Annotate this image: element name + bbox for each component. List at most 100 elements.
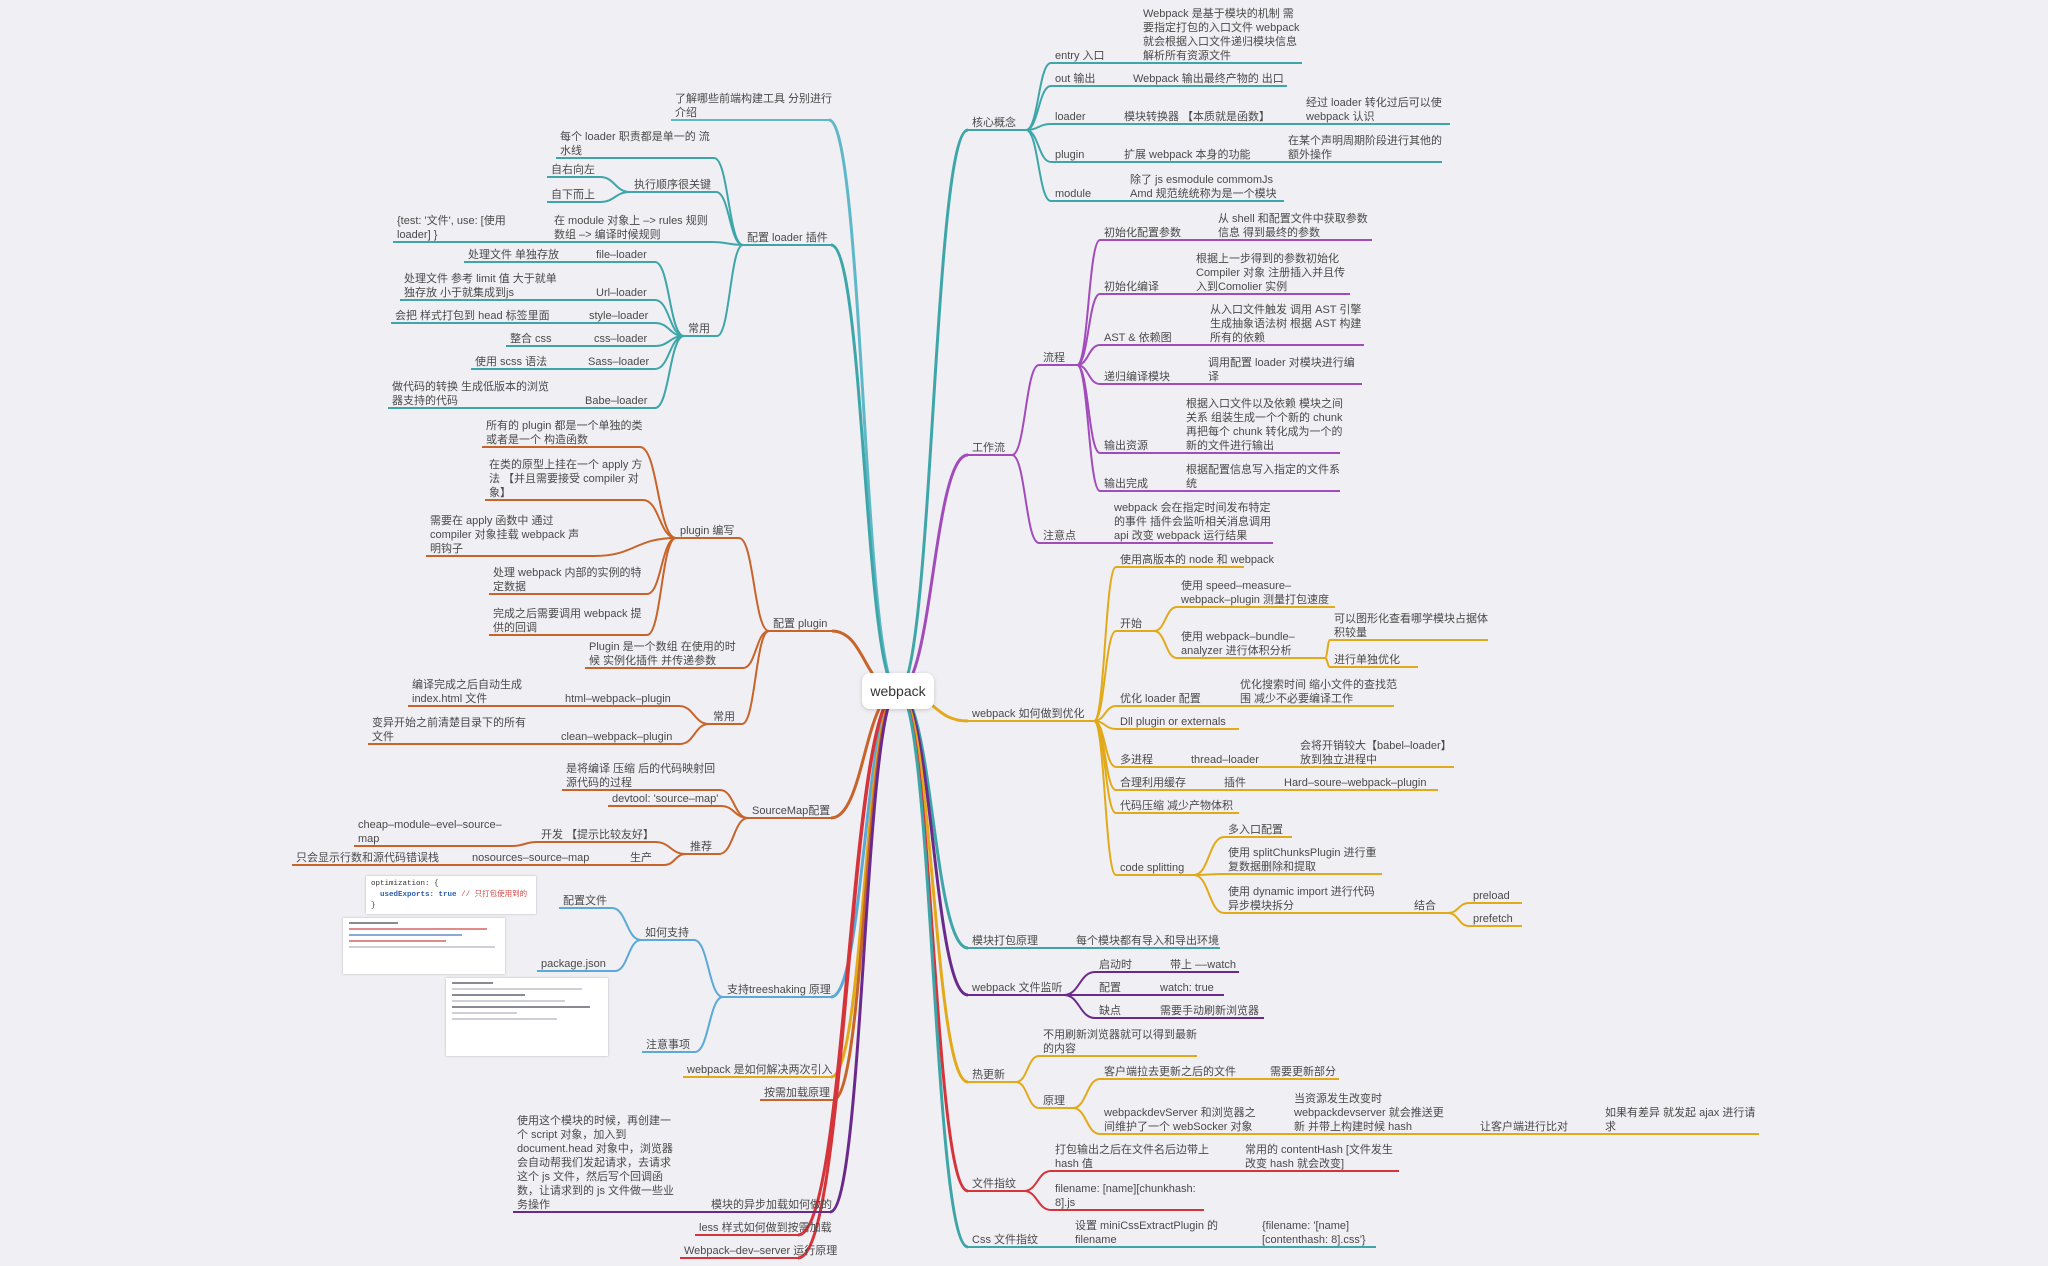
node-cy2d[interactable]: 处理文件 参考 limit 值 大于就单: [404, 271, 557, 285]
node-jt1[interactable]: 启动时: [1099, 958, 1132, 971]
node-sm3a[interactable]: 开发 【提示比较友好】: [541, 827, 654, 841]
node-lc6d[interactable]: 根据配置信息写入指定的文件系: [1186, 462, 1340, 476]
node-cy5[interactable]: Sass–loader: [588, 356, 649, 368]
node-yh8a[interactable]: 多入口配置: [1228, 822, 1283, 836]
node-jt3d[interactable]: 需要手动刷新浏览器: [1160, 1003, 1259, 1017]
node-hx_loader[interactable]: loader: [1055, 111, 1086, 123]
node-lc4d[interactable]: 译: [1208, 370, 1219, 383]
node-yh8c1a[interactable]: preload: [1473, 890, 1510, 902]
node-sm3bdd[interactable]: 只会显示行数和源代码错误栈: [296, 850, 439, 864]
node-rgx2b3[interactable]: 如果有差异 就发起 ajax 进行请: [1605, 1105, 1755, 1119]
node-ybjzd[interactable]: document.head 对象中，浏览器: [517, 1141, 673, 1155]
node-lc6d[interactable]: 统: [1186, 477, 1197, 490]
node-lc3d[interactable]: 生成抽象语法树 根据 AST 构建: [1210, 316, 1361, 330]
node-sm[interactable]: SourceMap配置: [752, 804, 830, 817]
node-ld[interactable]: 介绍: [675, 105, 697, 119]
node-rgx1[interactable]: 不用刷新浏览器就可以得到最新: [1043, 1027, 1197, 1041]
node-ppb5[interactable]: 供的回调: [493, 620, 537, 634]
node-lc3d[interactable]: 所有的依赖: [1210, 330, 1265, 344]
node-pzl3d[interactable]: loader] }: [397, 229, 438, 241]
node-rgx2a[interactable]: 客户端拉去更新之后的文件: [1104, 1064, 1236, 1078]
node-cy4d[interactable]: 整合 css: [510, 331, 552, 345]
node-css1d[interactable]: {filename: '[name]: [1262, 1220, 1349, 1232]
node-ppb2[interactable]: 法 【并且需要接受 compiler 对: [489, 471, 639, 485]
node-lc3[interactable]: AST & 依赖图: [1104, 331, 1172, 344]
node-lc1d[interactable]: 信息 得到最终的参数: [1218, 225, 1320, 239]
node-yh3d[interactable]: 围 减少不必要编译工作: [1240, 691, 1353, 705]
node-jt2[interactable]: 配置: [1099, 981, 1121, 994]
node-ppb2[interactable]: 在类的原型上挂在一个 apply 方: [489, 457, 642, 471]
node-yh2b[interactable]: 使用 webpack–bundle–: [1181, 630, 1296, 643]
node-yh2b1[interactable]: 积较量: [1334, 625, 1367, 639]
node-css1d[interactable]: [contenthash: 8].css'}: [1262, 1234, 1366, 1246]
node-yh5a[interactable]: thread–loader: [1191, 754, 1259, 766]
node-pzl3[interactable]: 在 module 对象上 –> rules 规则: [554, 213, 708, 227]
node-hx_loader_a[interactable]: 模块转换器 【本质就是函数】: [1124, 109, 1270, 123]
node-ppc2d[interactable]: 文件: [372, 729, 394, 743]
node-ppb4[interactable]: 处理 webpack 内部的实例的特: [493, 565, 642, 579]
node-css1[interactable]: 设置 miniCssExtractPlugin 的: [1075, 1218, 1218, 1232]
node-hx_module[interactable]: module: [1055, 188, 1091, 200]
node-yh5[interactable]: 多进程: [1120, 752, 1153, 766]
node-rgx2b1[interactable]: webpackdevserver 就会推送更: [1293, 1105, 1444, 1119]
node-aljz[interactable]: 按需加载原理: [764, 1085, 830, 1099]
node-pzl1[interactable]: 每个 loader 职责都是单一的 流: [560, 129, 710, 143]
node-wjzw1[interactable]: 打包输出之后在文件名后边带上: [1055, 1142, 1209, 1156]
node-cy3[interactable]: style–loader: [589, 310, 649, 322]
node-rgx2b1[interactable]: 新 并带上构建时候 hash: [1294, 1119, 1412, 1133]
node-lc2d[interactable]: Compiler 对象 注册插入并且传: [1196, 265, 1345, 279]
node-hx_entry_d[interactable]: 就会根据入口文件递归模块信息: [1143, 34, 1297, 48]
node-ybjzd[interactable]: 个 script 对象，加入到: [517, 1127, 626, 1141]
node-ppc2d[interactable]: 变异开始之前清楚目录下的所有: [372, 715, 526, 729]
node-lc4d[interactable]: 调用配置 loader 对模块进行编: [1208, 355, 1355, 369]
node-hx_module_d[interactable]: Amd 规范统统称为是一个模块: [1130, 186, 1277, 200]
node-yh8c1b[interactable]: prefetch: [1473, 913, 1513, 925]
node-rgx2b1[interactable]: 当资源发生改变时: [1294, 1091, 1382, 1105]
node-less[interactable]: less 样式如何做到按需加载: [699, 1220, 832, 1234]
node-ld[interactable]: 了解哪些前端构建工具 分别进行: [675, 91, 832, 105]
node-ppb2[interactable]: 象】: [489, 486, 511, 499]
node-yh2b[interactable]: analyzer 进行体积分析: [1181, 643, 1292, 657]
node-gzl[interactable]: 工作流: [972, 440, 1005, 454]
node-wjzw2[interactable]: 8].js: [1055, 1197, 1076, 1209]
node-yh5b[interactable]: 会将开销较大【babel–loader】: [1300, 738, 1452, 752]
node-pzl3[interactable]: 数组 –> 编译时候规则: [554, 227, 661, 241]
node-ppc1d[interactable]: 编译完成之后自动生成: [412, 677, 522, 691]
node-yh2b1[interactable]: 可以图形化查看哪学模块占据体: [1334, 611, 1488, 625]
node-sm2[interactable]: devtool: 'source–map': [612, 793, 718, 805]
node-pzl2a[interactable]: 自右向左: [551, 162, 595, 176]
node-wjzw1d[interactable]: 常用的 contentHash [文件发生: [1245, 1142, 1393, 1156]
node-ppb3[interactable]: 需要在 apply 函数中 通过: [430, 514, 553, 527]
node-cy1d[interactable]: 处理文件 单独存放: [468, 247, 559, 261]
node-yh6a[interactable]: 插件: [1224, 775, 1246, 789]
node-lc1[interactable]: 初始化配置参数: [1104, 225, 1181, 239]
node-cy1[interactable]: file–loader: [596, 249, 647, 261]
node-yh5b[interactable]: 放到独立进程中: [1300, 752, 1377, 766]
node-cy3d[interactable]: 会把 样式打包到 head 标签里面: [395, 308, 550, 322]
node-pzl2[interactable]: 执行顺序很关键: [634, 177, 711, 191]
node-cy4[interactable]: css–loader: [594, 333, 648, 345]
node-yh2[interactable]: 开始: [1120, 616, 1142, 630]
node-jt1d[interactable]: 带上 ––watch: [1170, 958, 1236, 971]
node-cy[interactable]: 常用: [688, 322, 710, 335]
node-yh8[interactable]: code splitting: [1120, 862, 1184, 874]
node-lc5d[interactable]: 再把每个 chunk 转化成为一个的: [1186, 424, 1342, 438]
node-pzl2b[interactable]: 自下而上: [551, 188, 595, 201]
node-ppc[interactable]: 常用: [713, 710, 735, 723]
node-pzl[interactable]: 配置 loader 插件: [747, 230, 828, 244]
node-ppb1[interactable]: 所有的 plugin 都是一个单独的类: [486, 418, 642, 432]
node-hx_entry_d[interactable]: 要指定打包的入口文件 webpack: [1143, 20, 1300, 34]
node-pp2[interactable]: Plugin 是一个数组 在使用的时: [589, 639, 736, 653]
node-wjzw1d[interactable]: 改变 hash 就会改变]: [1245, 1156, 1344, 1170]
node-yh4[interactable]: Dll plugin or externals: [1120, 716, 1226, 728]
node-pp2[interactable]: 候 实例化插件 并传递参数: [589, 653, 716, 667]
node-cy6[interactable]: Babe–loader: [585, 395, 648, 407]
node-yh3[interactable]: 优化 loader 配置: [1120, 691, 1201, 705]
node-yh8c1[interactable]: 结合: [1414, 898, 1436, 912]
node-css[interactable]: Css 文件指纹: [972, 1232, 1038, 1246]
node-cy2d[interactable]: 独存放 小于就集成到js: [404, 285, 514, 299]
node-yh8b[interactable]: 复数据删除和提取: [1228, 859, 1316, 873]
node-ppb5[interactable]: 完成之后需要调用 webpack 提: [493, 606, 642, 620]
node-yh6b[interactable]: Hard–soure–webpack–plugin: [1284, 777, 1426, 789]
node-rgx2b2[interactable]: 让客户端进行比对: [1480, 1119, 1568, 1133]
